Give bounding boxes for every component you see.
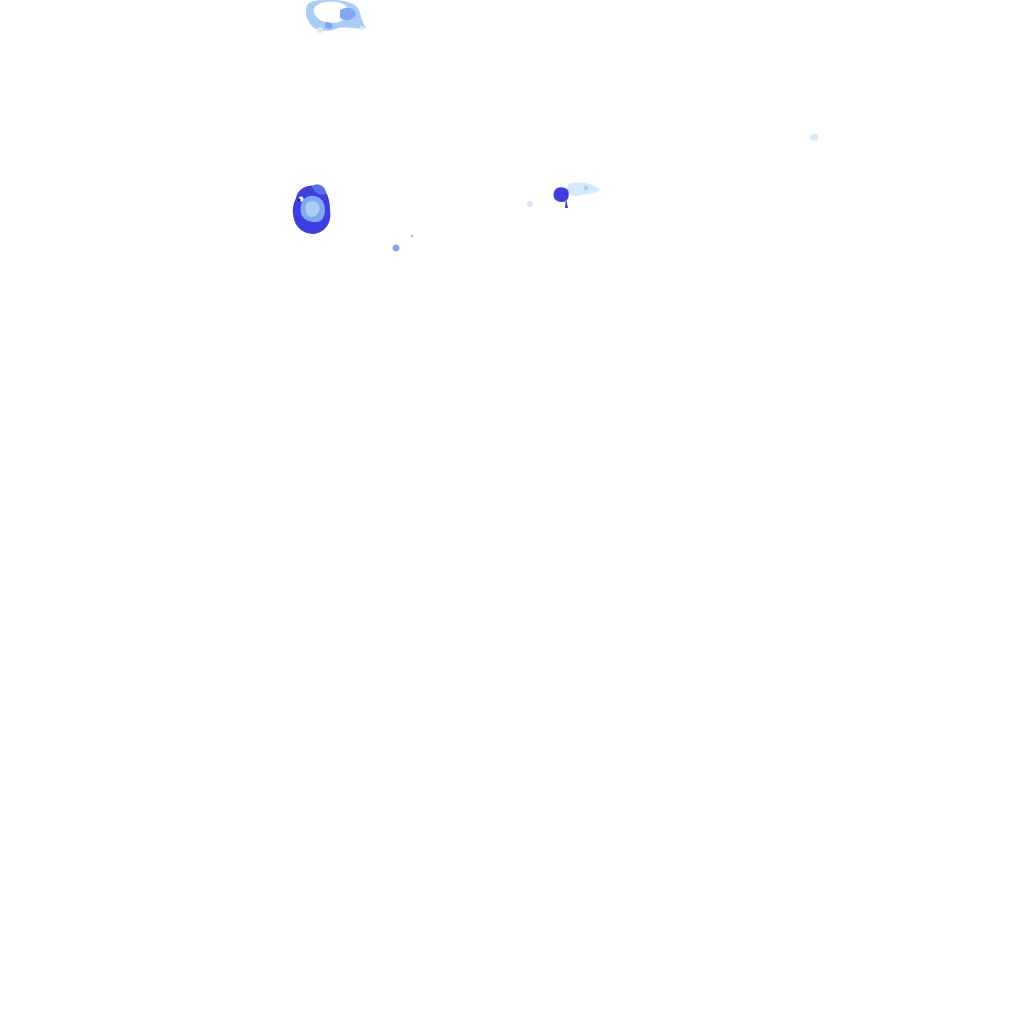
radar-echo-cell-north bbox=[305, 0, 366, 33]
radar-echo-cell-center bbox=[527, 182, 600, 208]
radar-echo-cell-far-east bbox=[810, 133, 819, 141]
radar-echo-cell-west bbox=[292, 184, 331, 234]
radar-echo-cell-small-west bbox=[392, 234, 414, 252]
